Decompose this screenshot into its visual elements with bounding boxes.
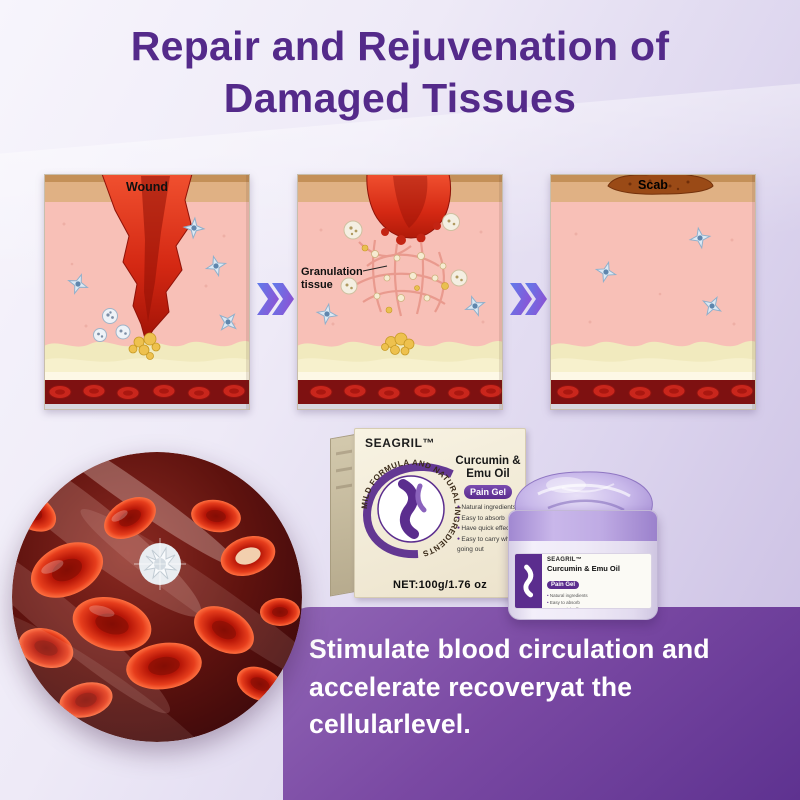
fibroblast-cells xyxy=(67,216,237,331)
caption-text: Stimulate blood circulation and accelera… xyxy=(309,634,710,740)
product-jar: SEAGRIL™ Curcumin & Emu Oil Pain Gel Nat… xyxy=(498,464,668,624)
feature-item: Have quick effect xyxy=(457,524,521,534)
debris-granules xyxy=(381,332,415,356)
blood-cells-photo xyxy=(12,452,302,742)
net-weight: NET:100g/1.76 oz xyxy=(392,579,488,591)
jar-label: SEAGRIL™ Curcumin & Emu Oil Pain Gel Nat… xyxy=(514,553,652,609)
granulation-diagram: Granulation tissue xyxy=(297,173,503,410)
feature-item: Easy to absorb xyxy=(457,514,521,524)
feature-list: Natural ingredients Easy to absorb Have … xyxy=(547,593,647,609)
feature-item: Natural ingredients xyxy=(457,503,521,513)
scab-diagram: Scab xyxy=(550,172,756,410)
feature-list: Natural ingredients Easy to absorb Have … xyxy=(455,503,521,555)
stage-label-granulation-line2: tissue xyxy=(301,279,333,291)
stage-panel-scab: Scab xyxy=(550,172,756,410)
fibroblast-cells xyxy=(315,295,486,326)
jar-body: SEAGRIL™ Curcumin & Emu Oil Pain Gel Nat… xyxy=(508,510,658,620)
white-blood-cell xyxy=(134,538,186,590)
caption-band: Stimulate blood circulation and accelera… xyxy=(283,607,800,800)
feature-item: Natural ingredients xyxy=(547,593,647,600)
product-name: Curcumin & Emu Oil xyxy=(547,564,620,573)
chevron-right-icon xyxy=(509,282,549,316)
product-box: SEAGRIL™ MILD FORMULA AND NATURAL INGRED… xyxy=(330,428,526,598)
granulation-mesh xyxy=(356,239,448,317)
brand-name: SEAGRIL™ xyxy=(547,557,583,563)
jar-label-emblem xyxy=(515,554,542,608)
knee-joint-icon xyxy=(522,564,533,598)
macrophage-cells xyxy=(340,213,468,295)
chevron-right-icon xyxy=(256,282,296,316)
product-name: Curcumin & Emu Oil xyxy=(455,455,521,481)
stage-label-granulation-line1: Granulation xyxy=(301,266,363,278)
fibroblast-cells xyxy=(594,226,723,317)
product-box-front: SEAGRIL™ MILD FORMULA AND NATURAL INGRED… xyxy=(354,428,526,598)
formula-seal: MILD FORMULA AND NATURAL INGREDIENTS xyxy=(360,458,462,559)
healing-wound-shape xyxy=(366,173,452,239)
red-blood-cells xyxy=(12,492,300,718)
stage-label-wound: Wound xyxy=(126,180,168,194)
pain-gel-badge: Pain Gel xyxy=(547,581,580,589)
title-line-1: Repair and Rejuvenation of xyxy=(130,23,670,69)
stage-panel-wound: Wound xyxy=(44,173,250,410)
debris-granules xyxy=(128,332,161,360)
feature-item: Easy to absorb xyxy=(547,600,647,607)
stage-panel-granulation: Granulation tissue xyxy=(297,173,503,410)
knee-joint-icon xyxy=(398,479,427,539)
wound-diagram: Wound xyxy=(44,173,250,410)
jar-gel-band xyxy=(509,511,657,541)
stage-label-scab: Scab xyxy=(638,178,668,192)
page-title: Repair and Rejuvenation of Damaged Tissu… xyxy=(0,20,800,125)
leukocyte-cells xyxy=(93,308,131,342)
title-line-2: Damaged Tissues xyxy=(223,75,577,122)
feature-item: Easy to carry when going out xyxy=(457,535,521,556)
brand-name: SEAGRIL™ xyxy=(365,436,436,450)
purple-ribbon xyxy=(363,462,454,559)
feature-item: Have quick effect xyxy=(547,607,647,609)
pain-gel-badge: Pain Gel xyxy=(463,485,512,500)
